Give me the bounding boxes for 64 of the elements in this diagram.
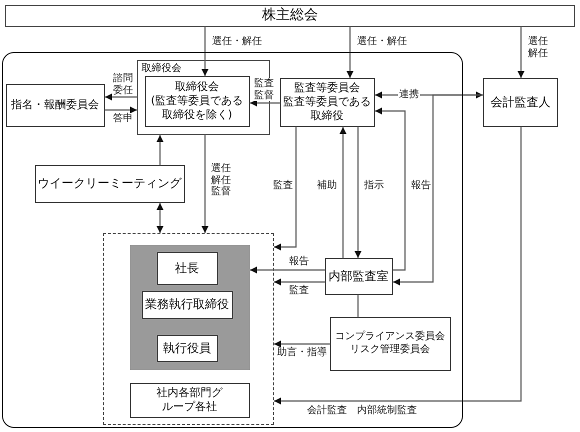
executive-panel	[130, 244, 250, 370]
connector-arrow	[250, 266, 325, 274]
meeting-banner	[5, 5, 575, 27]
connector-arrow	[202, 27, 208, 76]
connector-arrow	[274, 127, 522, 404]
connector-arrow	[393, 94, 483, 286]
connector-arrow	[250, 100, 280, 106]
edge-label: 連携	[398, 89, 420, 100]
org-box	[156, 252, 218, 284]
node-label: 監査等委員会	[294, 81, 360, 96]
edge-label: 監査監督	[253, 78, 275, 101]
connector-arrow	[105, 94, 137, 100]
org-box	[483, 78, 558, 127]
edge-label: 補助	[316, 180, 338, 192]
edge-label: 選任解任	[527, 36, 549, 59]
edge-label: 答申	[112, 113, 134, 124]
node-label: 監査等委員である取締役	[282, 95, 372, 123]
connector-arrow	[274, 127, 297, 250]
node-label: 内部監査室	[328, 268, 388, 284]
node-label: 執行役員	[163, 340, 211, 356]
edge-label: 指示	[363, 180, 385, 192]
connector-arrow	[274, 340, 330, 348]
edge-label: 報告	[410, 180, 432, 192]
node-label: 株主総会	[262, 7, 318, 25]
node-label: 社長	[175, 260, 199, 276]
connector-arrow	[105, 106, 137, 114]
connector-arrow	[518, 27, 524, 78]
connector-arrow	[340, 127, 346, 258]
connector-arrow	[354, 127, 362, 258]
node-label: 社内各部門グループ各社	[156, 386, 224, 414]
org-box	[330, 316, 450, 370]
connector-arrow	[346, 27, 354, 78]
org-box	[144, 76, 250, 126]
company-frame	[2, 52, 463, 428]
org-box	[142, 290, 232, 318]
org-box	[6, 84, 104, 126]
edge-label: 監査	[272, 180, 294, 192]
connector-arrow	[375, 108, 406, 271]
node-label: 業務執行取締役	[145, 297, 229, 312]
node-label: 会計監査人	[490, 95, 550, 110]
dashed-group-box	[102, 232, 274, 424]
edge-label: 助言・指導	[276, 347, 328, 358]
edge-label: 諮問委任	[112, 73, 134, 96]
edge-label: 報告	[288, 256, 310, 268]
connector-arrow	[202, 135, 208, 233]
edge-label: 監査	[288, 285, 310, 296]
node-label: (監査等委員である取締役を除く)	[150, 94, 244, 122]
node-label: 指名・報酬委員会	[11, 98, 99, 112]
node-label: 取締役会	[175, 80, 219, 94]
org-box	[130, 382, 250, 418]
org-box	[324, 258, 392, 294]
connector-arrow	[156, 203, 164, 233]
connector-arrow	[274, 278, 325, 286]
edge-label: 会計監査 内部統制監査	[306, 405, 418, 416]
edge-label: 選任解任監督	[210, 163, 232, 198]
node-label: 取締役会	[142, 62, 182, 75]
edge-label: 選任・解任	[211, 36, 263, 48]
connector-arrow	[156, 135, 164, 165]
org-box	[34, 164, 184, 202]
org-box	[280, 78, 374, 126]
org-box	[156, 334, 218, 362]
node-label: コンプライアンス委員会リスク管理委員会	[334, 331, 446, 356]
node-label: ウイークリーミーティング	[38, 176, 182, 191]
edge-label: 選任・解任	[356, 36, 408, 48]
